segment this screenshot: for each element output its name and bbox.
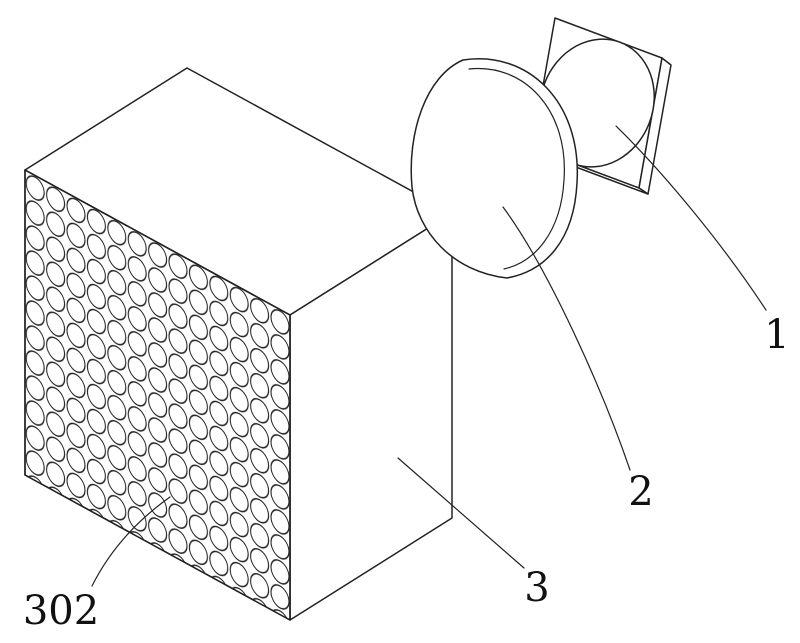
label-part-3: 3 [524,565,549,611]
dome-outline [410,58,578,279]
leader-line-3 [397,457,525,569]
perforated-box [24,67,453,621]
leader-line-2 [502,206,631,471]
label-part-1: 1 [764,312,789,358]
dome [410,58,578,279]
label-part-2: 2 [628,469,653,515]
dome-rim-inner-line [468,67,565,270]
leader-line-1 [615,125,767,311]
box-front-face-perforations [24,169,291,621]
leader-lines [91,125,767,587]
labels: 1 2 3 302 [23,312,790,634]
label-part-302: 302 [23,588,99,634]
leader-line-302 [91,496,171,587]
